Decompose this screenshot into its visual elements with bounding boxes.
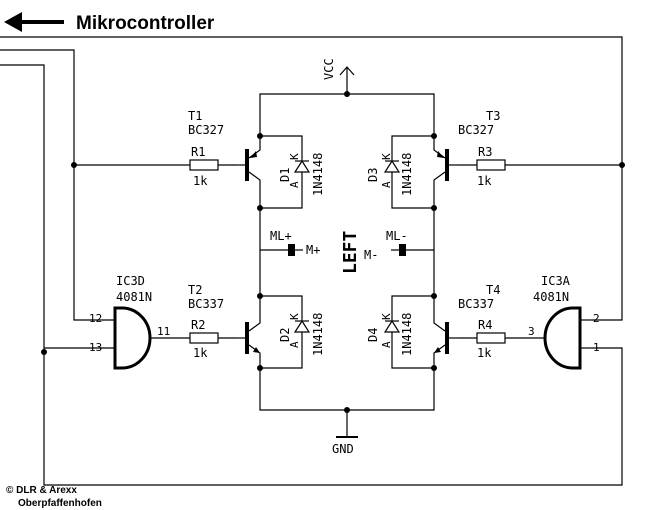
d4-cathode: K [380,313,393,320]
r4-id: R4 [478,318,492,332]
d1-id: D1 [278,168,292,182]
d1-anode: A [288,181,301,188]
motor-wires [259,208,435,296]
ic3a-pin-b: 1 [593,341,600,354]
d2-id: D2 [278,328,292,342]
t3-id: T3 [486,109,500,123]
r3-id: R3 [478,145,492,159]
d3-anode: A [380,181,393,188]
d2-cathode: K [288,313,301,320]
t2-type: BC337 [188,297,224,311]
ml-minus-connector-icon [391,244,406,256]
r2-id: R2 [191,318,205,332]
header-arrow-icon [4,12,64,32]
diode-d3 [383,135,434,209]
ic3d-pin-a: 12 [89,312,102,325]
resistor-r3 [458,159,506,171]
d3-cathode: K [380,153,393,160]
outer-wires [0,36,623,486]
d3-type: 1N4148 [400,153,414,196]
d4-anode: A [380,341,393,348]
ml-plus-connector-icon [288,244,303,256]
and-gate-ic3d-icon [113,306,152,370]
ic3a-pin-a: 2 [593,312,600,325]
resistor-r4 [458,332,548,344]
gnd-label: GND [332,442,354,456]
m-plus-label: M+ [306,243,320,257]
ic3d-pin-out: 11 [157,325,170,338]
ic3d-type: 4081N [116,290,152,304]
motor-side-label: LEFT [340,230,361,274]
ml-minus-label: ML- [386,229,408,243]
d1-cathode: K [288,153,301,160]
diode-d2 [260,295,311,369]
copyright-line2: Oberpfaffenhofen [18,498,102,509]
t3-type: BC327 [458,123,494,137]
and-gate-ic3a-icon [543,306,592,370]
vcc-label: VCC [322,58,336,80]
d1-type: 1N4148 [311,153,325,196]
header-title: Mikrocontroller [76,13,215,34]
ic3a-type: 4081N [533,290,569,304]
diode-d1 [260,135,311,209]
t1-id: T1 [188,109,202,123]
r1-value: 1k [193,174,208,188]
ic3a-pin-out: 3 [528,325,535,338]
r1-id: R1 [191,145,205,159]
resistor-r1 [189,159,236,171]
copyright-line1: © DLR & Arexx [6,485,77,496]
transistor-t4 [433,296,458,368]
transistor-t1 [236,136,261,208]
ground-symbol-icon [259,368,435,438]
m-minus-label: M- [364,248,378,262]
transistor-t2 [236,296,261,368]
r3-value: 1k [477,174,492,188]
transistor-t3 [433,136,458,208]
d4-id: D4 [366,328,380,342]
t1-type: BC327 [188,123,224,137]
r2-value: 1k [193,346,208,360]
ml-plus-label: ML+ [270,229,292,243]
r4-value: 1k [477,346,492,360]
t2-id: T2 [188,283,202,297]
d2-type: 1N4148 [311,313,325,356]
d2-anode: A [288,341,301,348]
ic3a-id: IC3A [541,274,571,288]
d4-type: 1N4148 [400,313,414,356]
ic3d-pin-b: 13 [89,341,102,354]
diode-d4 [383,295,434,369]
t4-type: BC337 [458,297,494,311]
d3-id: D3 [366,168,380,182]
ic3d-id: IC3D [116,274,145,288]
vcc-rail [259,66,435,136]
resistor-r2 [150,332,236,344]
t4-id: T4 [486,283,500,297]
